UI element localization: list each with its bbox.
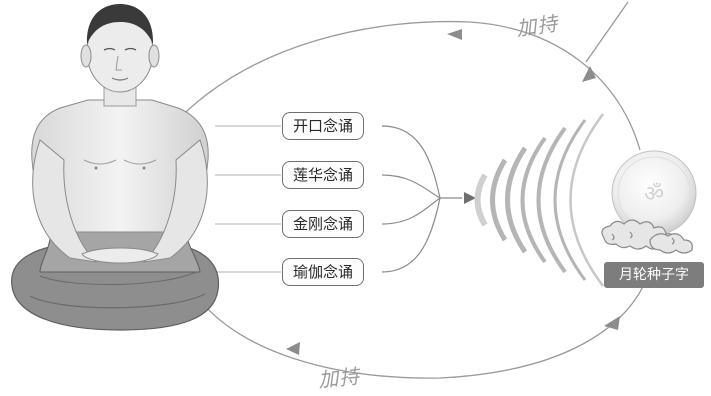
- converge-curve-1: [381, 125, 441, 199]
- sound-waves-icon: [474, 113, 604, 287]
- blessing-label-top: 加持: [514, 11, 560, 41]
- arrow-head-top: [447, 29, 462, 40]
- light-ray: [585, 1, 629, 63]
- moon-seed-syllable-badge: 月轮种子字: [604, 262, 704, 288]
- blessing-loop-top: [169, 20, 641, 151]
- blessing-loop-bottom: [199, 269, 651, 379]
- chant-method-yujia: 瑜伽念诵: [282, 258, 365, 286]
- arrow-head-bottom-right: [604, 316, 620, 330]
- clouds-icon: [601, 219, 693, 254]
- chant-method-jingang: 金刚念诵: [282, 210, 365, 238]
- arrow-head-bottom: [286, 342, 300, 355]
- arrow-head-right: [582, 66, 596, 82]
- moon-disc-icon: ॐ: [611, 150, 697, 236]
- chant-method-lianhua: 莲华念诵: [282, 161, 365, 189]
- chant-method-kaikou: 开口念诵: [282, 112, 365, 140]
- converge-arrow-head: [464, 192, 476, 204]
- converge-curve-2: [381, 174, 441, 199]
- blessing-label-bottom: 加持: [317, 363, 362, 393]
- svg-text:ॐ: ॐ: [644, 182, 664, 207]
- meditating-monk-icon: [11, 4, 220, 331]
- converge-curve-3: [381, 197, 441, 225]
- converge-curve-4: [381, 197, 441, 273]
